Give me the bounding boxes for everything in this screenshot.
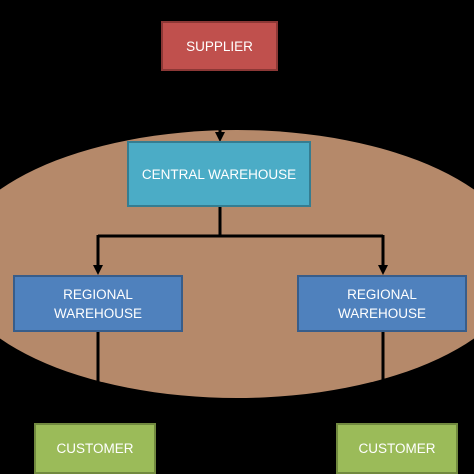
node-supplier: SUPPLIER <box>161 21 278 71</box>
node-regional-warehouse-left-label: REGIONAL WAREHOUSE <box>53 286 142 321</box>
node-regional-warehouse-right-label: REGIONAL WAREHOUSE <box>337 286 426 321</box>
node-customer-left: CUSTOMER <box>34 423 156 474</box>
node-customer-right-label: CUSTOMER <box>358 441 436 456</box>
node-regional-warehouse-right: REGIONAL WAREHOUSE <box>297 275 467 332</box>
node-central-warehouse: CENTRAL WAREHOUSE <box>127 141 311 207</box>
node-regional-warehouse-left: REGIONAL WAREHOUSE <box>13 275 183 332</box>
node-customer-left-label: CUSTOMER <box>56 441 134 456</box>
node-central-warehouse-label: CENTRAL WAREHOUSE <box>141 166 297 182</box>
node-customer-right: CUSTOMER <box>336 423 458 474</box>
node-supplier-label: SUPPLIER <box>186 38 253 54</box>
